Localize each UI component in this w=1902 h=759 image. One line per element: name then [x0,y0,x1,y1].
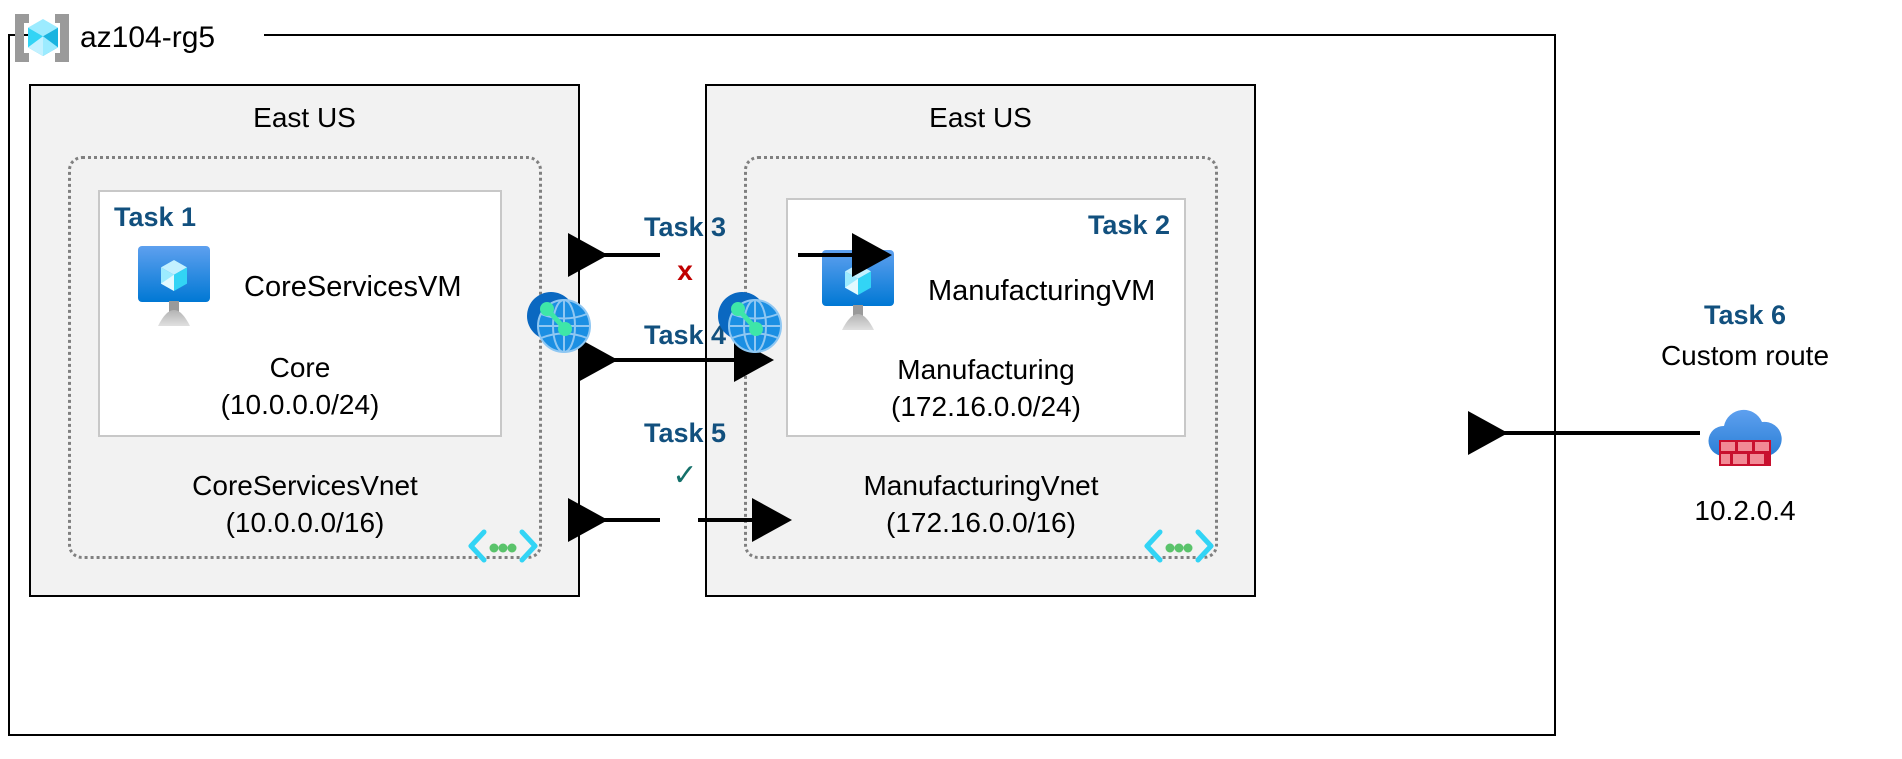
virtual-machine-icon [130,244,218,330]
firewall-icon [1703,400,1787,470]
vnet-brackets-icon [1144,528,1214,564]
custom-route-arrow [1468,411,1700,455]
status-symbol-task5: ✓ [672,459,698,492]
region-label-left: East US [253,102,356,133]
subnet-cidr-manufacturing: (172.16.0.0/24) [891,390,1081,422]
custom-route-label: Custom route [1660,340,1830,371]
vnet-brackets-icon [468,528,538,564]
vnet-name-coreservices: CoreServicesVnet (10.0.0.0/16) [68,468,542,542]
vm-name-coreservices: CoreServicesVM [244,270,462,303]
connection-label-task4: Task 4 [643,320,727,350]
vm-row-coreservices: CoreServicesVM [130,244,462,330]
vnet-cidr-manufacturing: (172.16.0.0/16) [886,506,1076,538]
resource-group-name: az104-rg5 [80,21,216,54]
custom-route-ip: 10.2.0.4 [1694,495,1796,526]
subnet-box-manufacturing: Task 2 [786,198,1186,437]
connection-label-task3: Task 3 [643,212,727,242]
vnet-box-coreservices [68,156,542,559]
status-symbol-task3: x [677,255,693,286]
azure-resource-group-icon [14,12,70,64]
subnet-name-core-text: Core [269,352,331,383]
resource-group-boundary [8,34,1556,736]
connection-arrow-task3 [568,233,892,277]
resource-group-title: az104-rg5 [14,12,215,64]
region-label-right: East US [929,102,1032,133]
vnet-name-manufacturing-text: ManufacturingVnet [863,470,1099,501]
connection-label-task5: Task 5 [643,418,727,448]
connection-arrow-task5 [568,498,792,542]
resource-group-title-mask [34,16,264,60]
vnet-cidr-coreservices: (10.0.0.0/16) [225,506,385,538]
connection-arrow-task4 [578,338,774,382]
subnet-box-core: Task 1 [98,190,502,437]
subnet-name-core: Core (10.0.0.0/24) [100,350,500,424]
subnet-name-manufacturing-text: Manufacturing [897,354,1075,385]
vm-name-manufacturing: ManufacturingVM [928,274,1156,307]
vnet-peering-icon [712,284,786,358]
task-label-2: Task 2 [1087,210,1170,240]
subnet-cidr-core: (10.0.0.0/24) [220,388,380,420]
custom-route-task-label: Task 6 [1703,300,1787,330]
subnet-name-manufacturing: Manufacturing (172.16.0.0/24) [788,352,1184,426]
task-label-1: Task 1 [114,202,197,232]
vnet-peering-icon [521,284,595,358]
vnet-name-coreservices-text: CoreServicesVnet [192,470,418,501]
vnet-name-manufacturing: ManufacturingVnet (172.16.0.0/16) [744,468,1218,542]
